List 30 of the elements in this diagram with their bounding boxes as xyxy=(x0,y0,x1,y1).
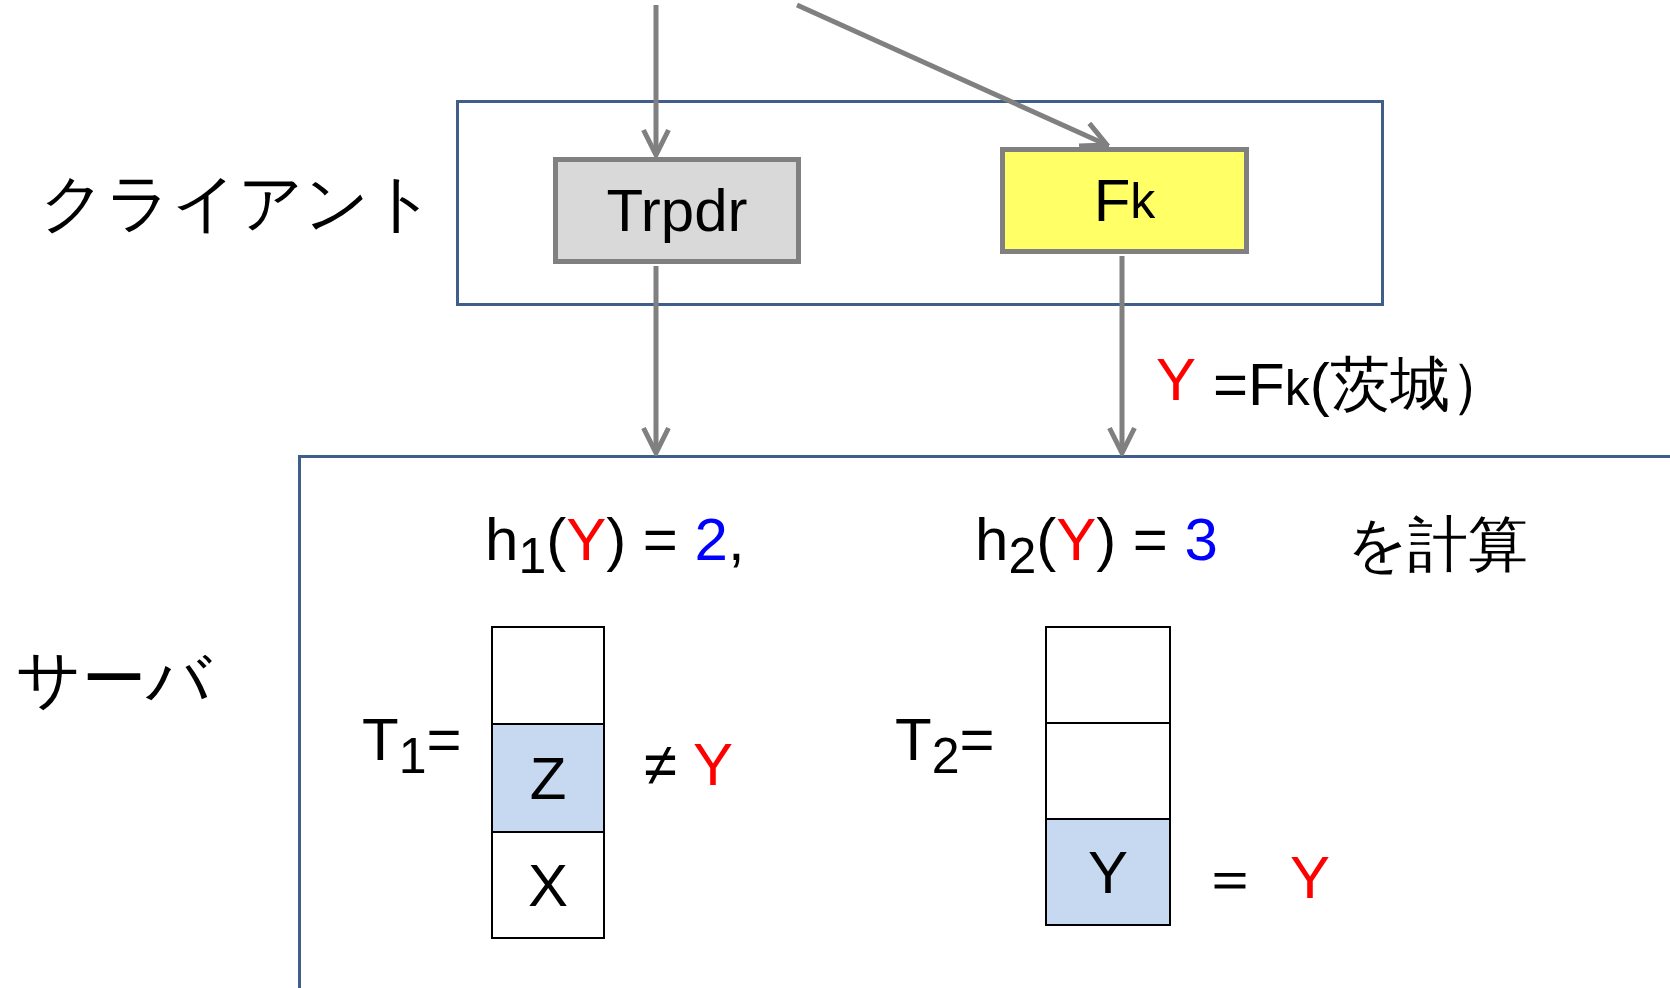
table-cell xyxy=(1045,626,1171,724)
annotation-text: を計算 xyxy=(1347,510,1528,580)
formula-text: h$_{1}$( xyxy=(485,505,567,585)
number-text: 3 xyxy=(1184,505,1218,574)
variable-symbol: Y xyxy=(1156,345,1197,414)
relation-symbol: ≠ xyxy=(644,730,677,799)
formula-text: h$_{2}$( xyxy=(975,505,1057,585)
process-box: Trpdr xyxy=(553,157,801,264)
number-text: 2 xyxy=(694,505,728,574)
table-cell: X xyxy=(491,831,605,939)
variable-symbol: Y xyxy=(1290,843,1331,912)
variable-symbol: Y xyxy=(566,505,607,574)
variable-symbol: Y xyxy=(1056,505,1097,574)
table-cell: Z xyxy=(491,723,605,833)
arrow xyxy=(641,5,671,158)
arrow xyxy=(1107,256,1137,456)
table-cell xyxy=(491,626,605,725)
relation-symbol: ＝ xyxy=(1200,843,1260,913)
arrow xyxy=(795,2,1110,149)
arrow xyxy=(641,266,671,456)
table-label: T$_{1}$= xyxy=(362,705,462,785)
table-cell xyxy=(1045,722,1171,820)
formula-text: , xyxy=(727,505,745,574)
section-heading: サーバ xyxy=(16,642,212,717)
variable-symbol: Y xyxy=(692,730,733,799)
section-heading: クライアント xyxy=(40,166,436,241)
formula-text: ) = xyxy=(1096,505,1169,574)
table-cell: Y xyxy=(1045,818,1171,926)
table-label: T$_{2}$= xyxy=(895,705,995,785)
formula-text: ) = xyxy=(606,505,679,574)
